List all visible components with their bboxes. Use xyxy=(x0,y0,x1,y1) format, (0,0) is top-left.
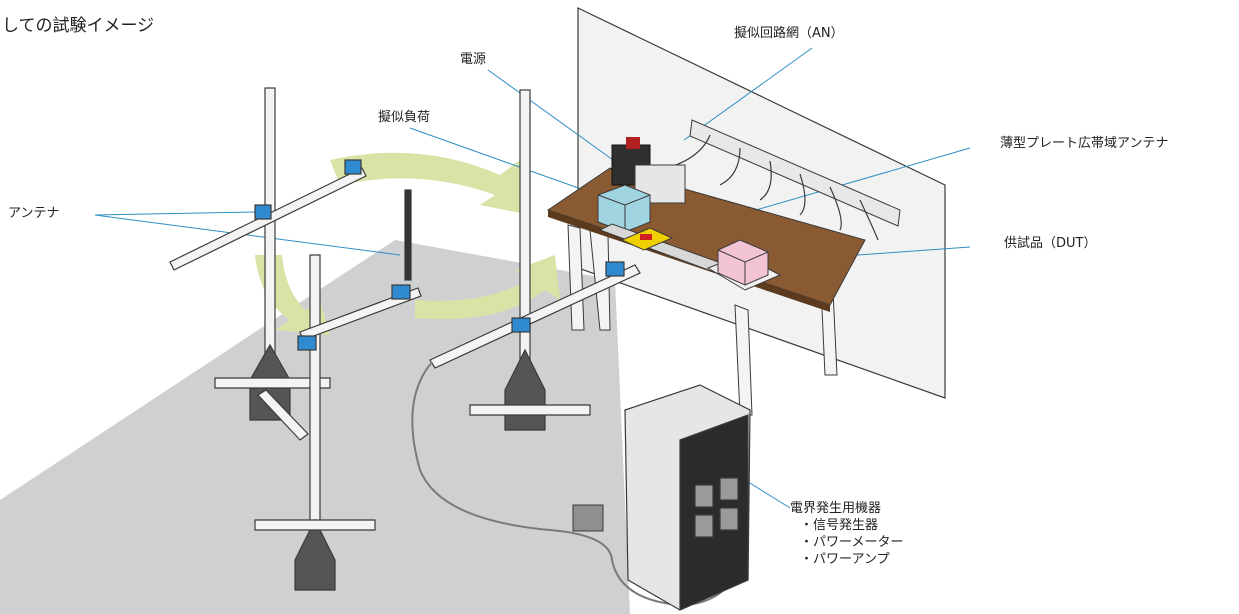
plate-antenna xyxy=(598,223,737,276)
label-plate-antenna: 薄型プレート広帯域アンテナ xyxy=(1000,136,1169,151)
equipment-heading: 電界発生用機器 xyxy=(790,501,882,516)
equipment-item: ・パワーアンプ xyxy=(800,552,890,567)
connector-panel xyxy=(572,504,604,532)
label-antenna: アンテナ xyxy=(8,206,60,221)
equipment-item: ・パワーメーター xyxy=(800,535,904,550)
equipment-list: 電界発生用機器 ・信号発生器 ・パワーメーター ・パワーアンプ xyxy=(790,500,903,568)
page-title: しての試験イメージ xyxy=(2,16,155,36)
label-dummy-load: 擬似負荷 xyxy=(378,110,431,125)
shield-wall xyxy=(577,7,946,399)
antenna-stand-center xyxy=(429,89,641,431)
equipment-item: ・信号発生器 xyxy=(800,518,879,533)
label-an: 擬似回路網（AN） xyxy=(734,26,844,41)
dut-box xyxy=(706,239,782,291)
antenna-stand-front xyxy=(254,189,422,591)
label-power: 電源 xyxy=(460,52,487,67)
antenna-stand-left xyxy=(169,87,367,441)
equipment-rack xyxy=(624,384,751,611)
label-dut: 供試品（DUT） xyxy=(1004,236,1097,251)
dummy-load-box xyxy=(597,184,651,233)
